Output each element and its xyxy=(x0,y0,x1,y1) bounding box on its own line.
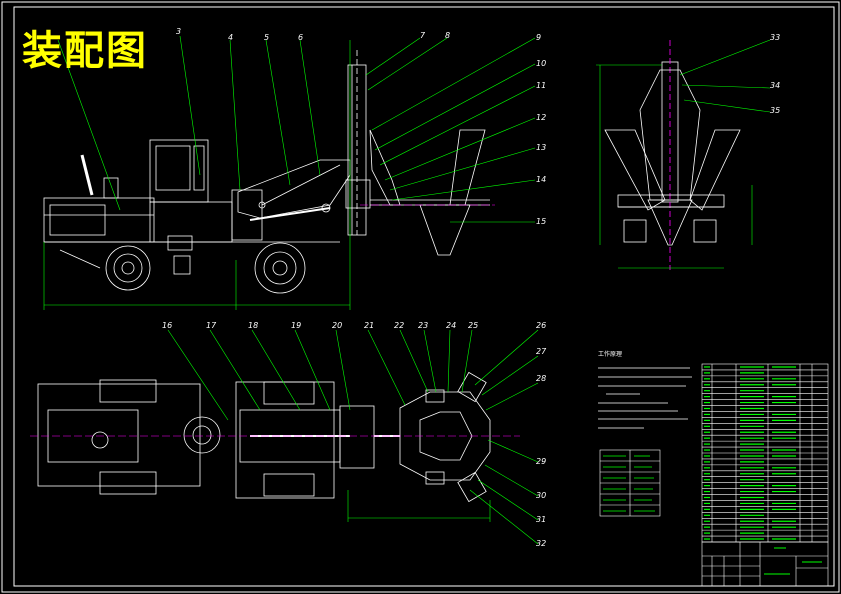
side-view xyxy=(43,50,490,294)
part-number: 20 xyxy=(332,321,342,330)
part-number: 25 xyxy=(468,321,478,330)
part-number: 3 xyxy=(176,27,181,36)
part-number: 15 xyxy=(536,217,546,226)
part-number: 24 xyxy=(446,321,456,330)
part-number: 9 xyxy=(536,33,541,42)
technical-notes: 工作原理 xyxy=(598,350,692,429)
title-block-fills xyxy=(764,547,822,575)
part-number: 28 xyxy=(536,374,546,383)
part-number: 4 xyxy=(228,33,233,42)
part-number: 11 xyxy=(536,81,546,90)
leader-lines xyxy=(57,35,771,545)
part-number: 12 xyxy=(536,113,546,122)
top-view-dimensions xyxy=(347,490,491,522)
parameter-table-cells xyxy=(603,455,655,512)
part-number: 18 xyxy=(248,321,258,330)
part-number: 7 xyxy=(420,31,426,40)
part-number: 6 xyxy=(298,33,303,42)
front-view-dimensions xyxy=(596,64,753,269)
part-number: 35 xyxy=(770,106,780,115)
part-number: 31 xyxy=(536,515,546,524)
notes-heading: 工作原理 xyxy=(598,350,622,358)
part-number: 23 xyxy=(418,321,428,330)
part-number-labels: 3 4 5 6 7 8 9 10 11 12 13 14 15 16 17 18… xyxy=(162,27,780,548)
part-number: 30 xyxy=(536,491,546,500)
part-number: 10 xyxy=(536,59,546,68)
side-view-dimensions xyxy=(43,40,351,310)
part-number: 34 xyxy=(770,81,780,90)
part-number: 8 xyxy=(445,31,450,40)
part-number: 17 xyxy=(206,321,217,330)
drawing-title: 装配图 xyxy=(22,28,148,74)
part-number: 29 xyxy=(536,457,546,466)
parameter-table xyxy=(599,449,661,517)
part-number: 16 xyxy=(162,321,172,330)
parts-list xyxy=(701,363,829,543)
part-number: 13 xyxy=(536,143,546,152)
part-number: 21 xyxy=(364,321,374,330)
parts-list-entries xyxy=(704,366,796,540)
part-number: 33 xyxy=(770,33,780,42)
part-number: 14 xyxy=(536,175,546,184)
part-number: 22 xyxy=(394,321,404,330)
front-view xyxy=(604,40,741,270)
part-number: 19 xyxy=(291,321,301,330)
part-number: 5 xyxy=(264,33,269,42)
inner-frame xyxy=(13,6,835,587)
title-block xyxy=(701,541,829,587)
top-view xyxy=(37,371,491,503)
centerlines xyxy=(30,204,520,437)
part-number: 32 xyxy=(536,539,546,548)
part-number: 26 xyxy=(536,321,546,330)
part-number: 27 xyxy=(536,347,547,356)
